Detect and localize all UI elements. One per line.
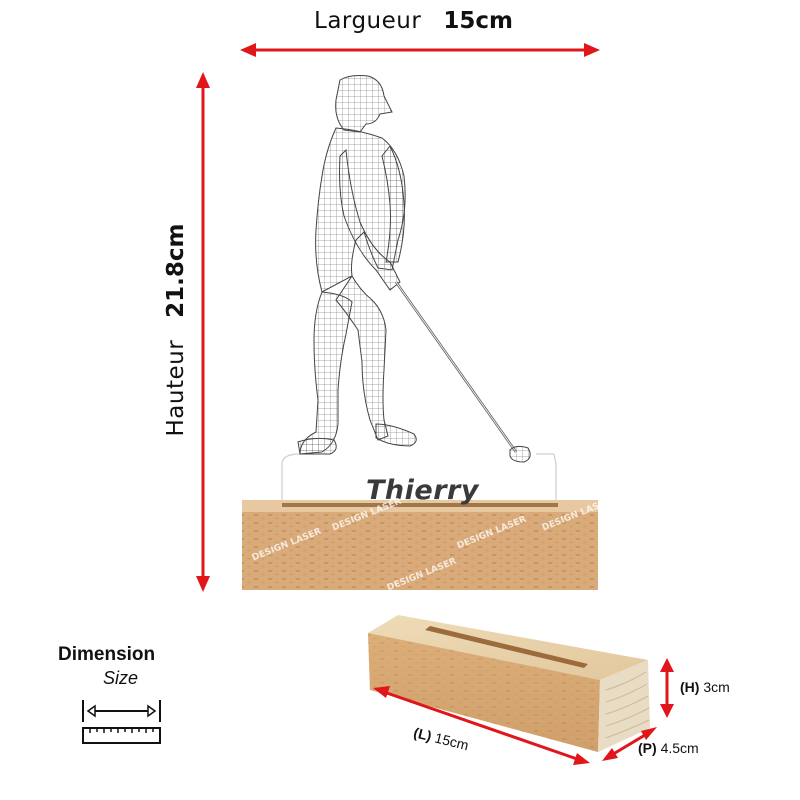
height-label-text: Hauteur [163,339,189,437]
base-depth-arrow [602,727,657,761]
width-value: 15cm [443,8,513,34]
base-height-arrow [660,658,674,718]
golf-club [394,281,531,463]
engraved-name: Thierry [366,475,479,506]
legend-title: Dimension [58,644,156,665]
wooden-base-3d [368,615,650,752]
height-dimension-label: Hauteur 21.8cm [163,223,189,436]
width-dimension-label: Largueur 15cm [314,8,513,34]
base-height-value: 3cm [703,679,730,695]
base-height-label: (H) 3cm [680,679,730,695]
base-depth-value: 4.5cm [660,740,699,756]
height-arrow [196,72,210,592]
base-length-arrow [373,686,590,765]
golfer-figure [297,75,417,455]
base-depth-label: (P) 4.5cm [638,740,699,756]
wooden-base-front [242,500,598,590]
legend-subtitle: Size [103,668,139,688]
base-depth-key: (P) [638,740,657,756]
width-arrow [240,43,600,57]
base-height-key: (H) [680,679,700,695]
ruler-measure-icon [82,700,161,744]
width-label-text: Largueur [314,8,422,34]
height-value: 21.8cm [163,223,189,318]
